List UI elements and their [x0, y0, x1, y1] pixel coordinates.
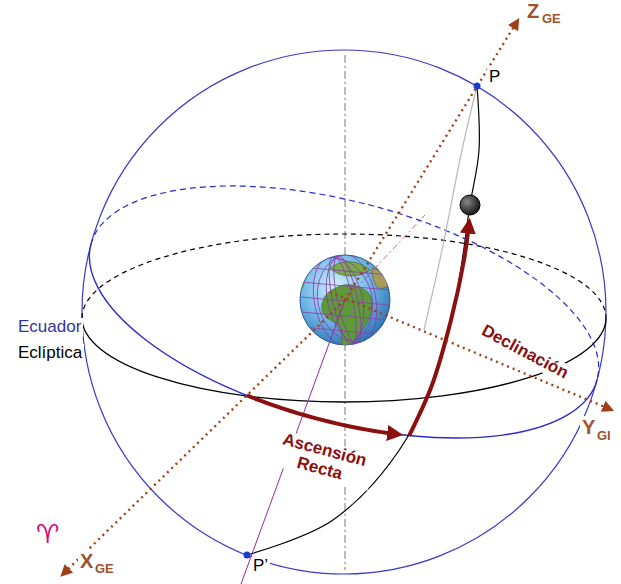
earth-parallel	[290, 311, 400, 321]
pole-label: P	[487, 68, 502, 87]
earth-parallel	[290, 266, 400, 276]
axis-subscript: GE	[540, 12, 563, 26]
earth-meridian	[309, 246, 402, 350]
y-axis	[330, 292, 612, 410]
america-shape	[298, 270, 305, 290]
earth-meridian	[288, 250, 381, 354]
arc-label: Declinación	[477, 320, 574, 383]
equator-back-group	[91, 138, 621, 380]
arc-label: Ascensión Recta	[267, 428, 377, 491]
axis-label: Z	[525, 0, 541, 22]
pole-label: P’	[251, 557, 270, 576]
circle-label: Ecuador	[16, 318, 83, 337]
pole-dot	[244, 552, 251, 559]
reference-line	[345, 215, 425, 300]
sphere-outline	[82, 50, 606, 574]
circle-label: Eclíptica	[16, 344, 84, 363]
axis-subscript: GE	[93, 562, 116, 576]
z-axis	[345, 20, 518, 300]
declination-arrow	[409, 224, 469, 436]
ecliptic-front	[82, 318, 606, 402]
axis-subscript: GI	[595, 429, 613, 443]
earth-parallel	[290, 281, 400, 291]
pole-dot	[474, 83, 481, 90]
aries-symbol: ♈	[34, 520, 61, 549]
earth-parallel	[290, 326, 400, 336]
earth-meridian	[306, 252, 372, 350]
right-ascension-arrow	[247, 395, 397, 434]
hour-circle	[247, 86, 479, 555]
star-dot	[460, 195, 480, 215]
asia-shape	[372, 268, 390, 288]
equator-back	[91, 138, 621, 380]
script-art	[247, 86, 479, 555]
